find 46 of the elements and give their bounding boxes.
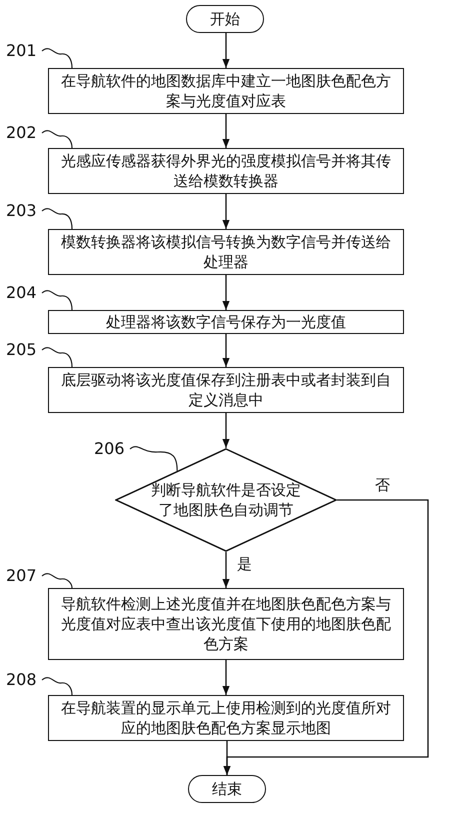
arrow: [222, 194, 230, 229]
step-number: 205: [6, 341, 37, 359]
step-number: 201: [6, 42, 37, 60]
terminal-node: [188, 775, 266, 803]
edge-label: 否: [374, 476, 391, 494]
terminal-node: [186, 5, 264, 33]
step-text: 导航软件检测上述光度值并在地图肤色配色方案与光度值对应表中查出该光度值下使用的地图肤色配色方案: [60, 594, 392, 654]
step-number: 204: [6, 284, 37, 302]
arrow: [222, 114, 230, 148]
leader-line: [42, 130, 73, 148]
arrow: [222, 334, 230, 367]
process-box: [48, 588, 404, 660]
arrow: [222, 33, 230, 68]
step-number: 202: [6, 124, 37, 142]
process-box: [48, 68, 404, 114]
edge-label: 是: [236, 555, 253, 573]
leader-line: [42, 48, 73, 68]
arrow: [222, 413, 230, 448]
arrow: [222, 660, 230, 695]
arrow: [222, 552, 230, 588]
process-box: [48, 310, 404, 334]
arrow: [223, 741, 231, 775]
step-number: 206: [94, 440, 125, 458]
leader-line: [42, 208, 73, 230]
process-box: [48, 695, 404, 741]
step-text: 在导航软件的地图数据库中建立一地图肤色配色方案与光度值对应表: [60, 71, 392, 111]
leader-line: [42, 677, 73, 696]
step-number: 203: [6, 202, 37, 220]
process-box: [48, 367, 404, 413]
leader-line: [42, 573, 73, 588]
leader-line: [42, 347, 73, 368]
process-box: [48, 229, 404, 275]
step-text: 光感应传感器获得外界光的强度模拟信号并将其传送给模数转换器: [60, 151, 392, 191]
step-number: 208: [6, 671, 37, 689]
step-text: 开始: [210, 9, 240, 29]
process-box: [48, 148, 404, 194]
step-text: 判断导航软件是否设定了地图肤色自动调节: [150, 480, 302, 520]
arrow: [222, 275, 230, 310]
step-text: 在导航装置的显示单元上使用检测到的光度值所对应的地图肤色配色方案显示地图: [60, 698, 392, 738]
step-text: 模数转换器将该模拟信号转换为数字信号并传送给处理器: [60, 232, 392, 272]
step-text: 处理器将该数字信号保存为一光度值: [106, 312, 346, 332]
step-text: 结束: [212, 779, 242, 799]
leader-line: [42, 290, 73, 310]
step-text: 底层驱动将该光度值保存到注册表中或者封装到自定义消息中: [60, 370, 392, 410]
leader-line: [130, 446, 178, 471]
step-number: 207: [6, 567, 37, 585]
